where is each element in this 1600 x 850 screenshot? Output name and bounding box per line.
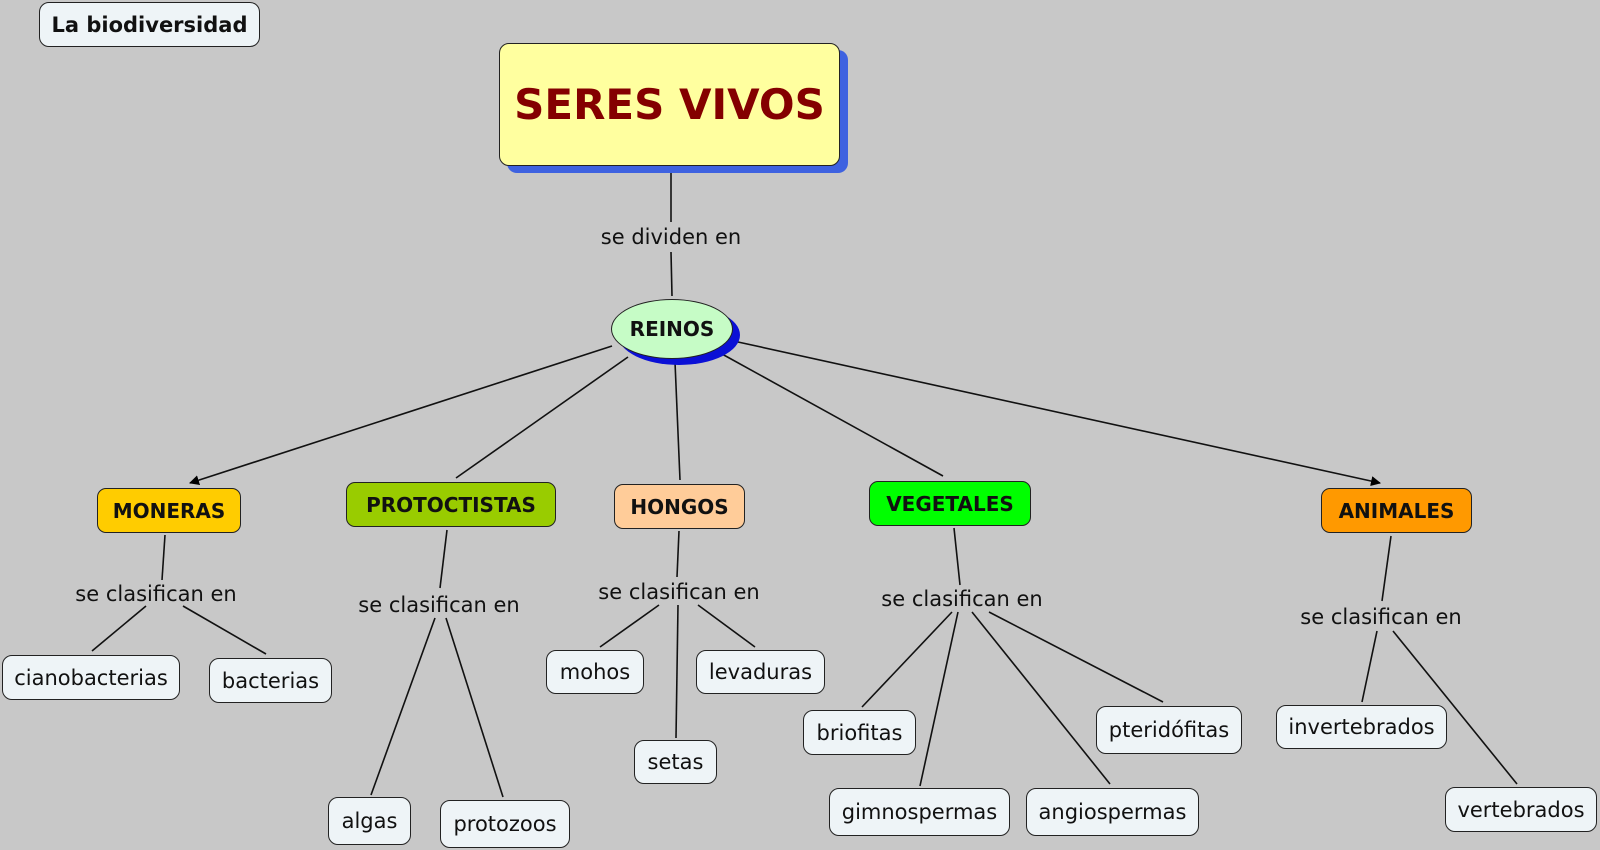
edge-line	[445, 617, 504, 798]
edge-line	[988, 611, 1164, 703]
link-se-clasifican-en-hongos: se clasifican en	[598, 580, 760, 604]
edge-line	[971, 611, 1111, 785]
edge-line	[676, 530, 680, 578]
edge-line	[721, 353, 944, 477]
edge-line	[697, 604, 756, 648]
edge-line	[599, 604, 660, 648]
kingdom-vegetales: VEGETALES	[869, 481, 1031, 526]
edge-line	[861, 611, 953, 708]
kingdom-animales: ANIMALES	[1321, 488, 1472, 533]
map-title: La biodiversidad	[39, 2, 260, 47]
concept-reinos: REINOS	[611, 299, 733, 359]
link-se-clasifican-en-moneras: se clasifican en	[75, 582, 237, 606]
leaf-algas: algas	[328, 797, 411, 845]
leaf-gimnospermas: gimnospermas	[829, 788, 1010, 836]
kingdom-moneras: MONERAS	[97, 488, 241, 533]
edge-line	[1392, 630, 1518, 785]
edge-line	[953, 527, 961, 586]
edge-line	[1361, 630, 1378, 703]
leaf-briofitas: briofitas	[803, 710, 916, 755]
edge-line	[455, 356, 629, 479]
leaf-invertebrados: invertebrados	[1276, 705, 1447, 749]
edge-line	[439, 529, 448, 589]
edge-arrow	[189, 345, 613, 485]
leaf-setas: setas	[634, 740, 717, 784]
leaf-mohos: mohos	[546, 650, 644, 694]
leaf-angiospermas: angiospermas	[1026, 788, 1199, 836]
edge-line	[370, 617, 436, 796]
leaf-pteridofitas: pteridófitas	[1096, 706, 1242, 754]
edge-line	[674, 361, 681, 481]
leaf-cianobacterias: cianobacterias	[2, 655, 180, 700]
leaf-bacterias: bacterias	[209, 658, 332, 703]
edge-line	[919, 611, 959, 787]
link-se-clasifican-en-animales: se clasifican en	[1300, 605, 1462, 629]
edge-line	[91, 605, 147, 652]
link-se-dividen-en: se dividen en	[600, 225, 742, 249]
kingdom-hongos: HONGOS	[614, 484, 745, 529]
link-se-clasifican-en-protoctistas: se clasifican en	[358, 593, 520, 617]
link-se-clasifican-en-vegetales: se clasifican en	[881, 587, 1043, 611]
leaf-vertebrados: vertebrados	[1445, 787, 1597, 832]
root-concept-seres-vivos: SERES VIVOS	[499, 43, 840, 166]
edge-line	[161, 534, 166, 581]
edge-line	[1381, 535, 1392, 602]
edge-arrow	[737, 341, 1381, 486]
kingdom-protoctistas: PROTOCTISTAS	[346, 482, 556, 527]
edge-line	[670, 251, 673, 297]
leaf-levaduras: levaduras	[696, 650, 825, 694]
leaf-protozoos: protozoos	[440, 800, 570, 848]
edge-line	[675, 604, 679, 739]
edge-line	[182, 605, 267, 655]
